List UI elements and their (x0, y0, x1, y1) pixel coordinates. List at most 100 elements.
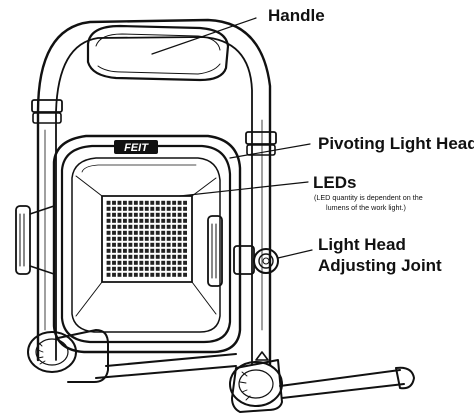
led-dot (150, 206, 155, 211)
label-handle: Handle (268, 6, 325, 25)
led-dot (106, 260, 111, 265)
led-dot (128, 254, 133, 259)
led-dot (161, 212, 166, 217)
led-dot (128, 248, 133, 253)
led-dot (106, 272, 111, 277)
led-dot (177, 242, 182, 247)
led-dot (166, 212, 171, 217)
label-light-head: Light Head (318, 235, 406, 254)
led-dot (177, 206, 182, 211)
led-dot (139, 260, 144, 265)
led-dot (128, 266, 133, 271)
led-dot (128, 236, 133, 241)
led-dot (150, 212, 155, 217)
led-dot (106, 212, 111, 217)
led-dot (112, 242, 116, 247)
led-dot (123, 212, 127, 217)
led-dot (150, 266, 155, 271)
led-dot (144, 206, 149, 211)
led-dot (150, 200, 155, 205)
led-dot (150, 248, 155, 253)
led-dot (166, 206, 171, 211)
led-dot (183, 266, 187, 271)
label-pivoting-light-head: Pivoting Light Head (318, 134, 474, 153)
led-dot (177, 272, 182, 277)
led-dot (123, 266, 127, 271)
led-dot (155, 260, 160, 265)
led-dot (172, 206, 177, 211)
led-dot (144, 236, 149, 241)
led-dot (128, 212, 133, 217)
adjusting-joint-knob (233, 245, 279, 275)
led-dot (166, 230, 171, 235)
led-dot (123, 248, 127, 253)
led-dot (112, 218, 116, 223)
led-dot (172, 200, 177, 205)
led-dot (161, 266, 166, 271)
led-dot (150, 230, 155, 235)
led-dot (117, 224, 122, 229)
led-dot (128, 218, 133, 223)
led-dot (123, 260, 127, 265)
logo-plate: FEIT (114, 140, 158, 154)
led-dot (112, 248, 116, 253)
led-dot (133, 254, 138, 259)
led-dot (112, 260, 116, 265)
led-dot (155, 206, 160, 211)
led-dot (112, 206, 116, 211)
led-dot (172, 230, 177, 235)
led-dot (166, 248, 171, 253)
led-dot (117, 254, 122, 259)
led-dot (112, 266, 116, 271)
led-dot (112, 236, 116, 241)
led-dot (177, 254, 182, 259)
led-dot (166, 254, 171, 259)
led-dot (123, 224, 127, 229)
led-dot (183, 200, 187, 205)
led-dot (112, 212, 116, 217)
led-dot (144, 218, 149, 223)
led-dot (155, 212, 160, 217)
label-adjusting-joint: Adjusting Joint (318, 256, 442, 275)
led-dot (144, 260, 149, 265)
led-dot (133, 200, 138, 205)
led-dot (123, 254, 127, 259)
led-dot (155, 224, 160, 229)
led-dot (150, 218, 155, 223)
led-dot (144, 224, 149, 229)
base-stand (27, 329, 415, 413)
led-dot (183, 272, 187, 277)
led-dot (106, 200, 111, 205)
led-dot (183, 218, 187, 223)
led-dot (172, 212, 177, 217)
led-dot (144, 242, 149, 247)
led-dot (123, 230, 127, 235)
brand-logo-text: FEIT (124, 142, 149, 154)
led-dot (183, 230, 187, 235)
led-dot (177, 224, 182, 229)
led-dot (177, 212, 182, 217)
led-dot (112, 254, 116, 259)
led-dot (172, 254, 177, 259)
led-dot (172, 248, 177, 253)
led-dot (112, 272, 116, 277)
led-dot (117, 236, 122, 241)
led-dot (144, 248, 149, 253)
led-dot (106, 248, 111, 253)
pivoting-head-leader-line (229, 143, 311, 159)
led-dot (106, 266, 111, 271)
led-dot (133, 242, 138, 247)
led-dot (144, 254, 149, 259)
led-dot (161, 200, 166, 205)
led-dot (166, 242, 171, 247)
led-dot (123, 272, 127, 277)
led-dot (128, 200, 133, 205)
led-dot (150, 260, 155, 265)
led-dot (161, 218, 166, 223)
handle-grip (86, 24, 230, 82)
joint-leader-line (277, 249, 313, 259)
led-dot (172, 272, 177, 277)
led-dot (183, 224, 187, 229)
led-dot (161, 254, 166, 259)
